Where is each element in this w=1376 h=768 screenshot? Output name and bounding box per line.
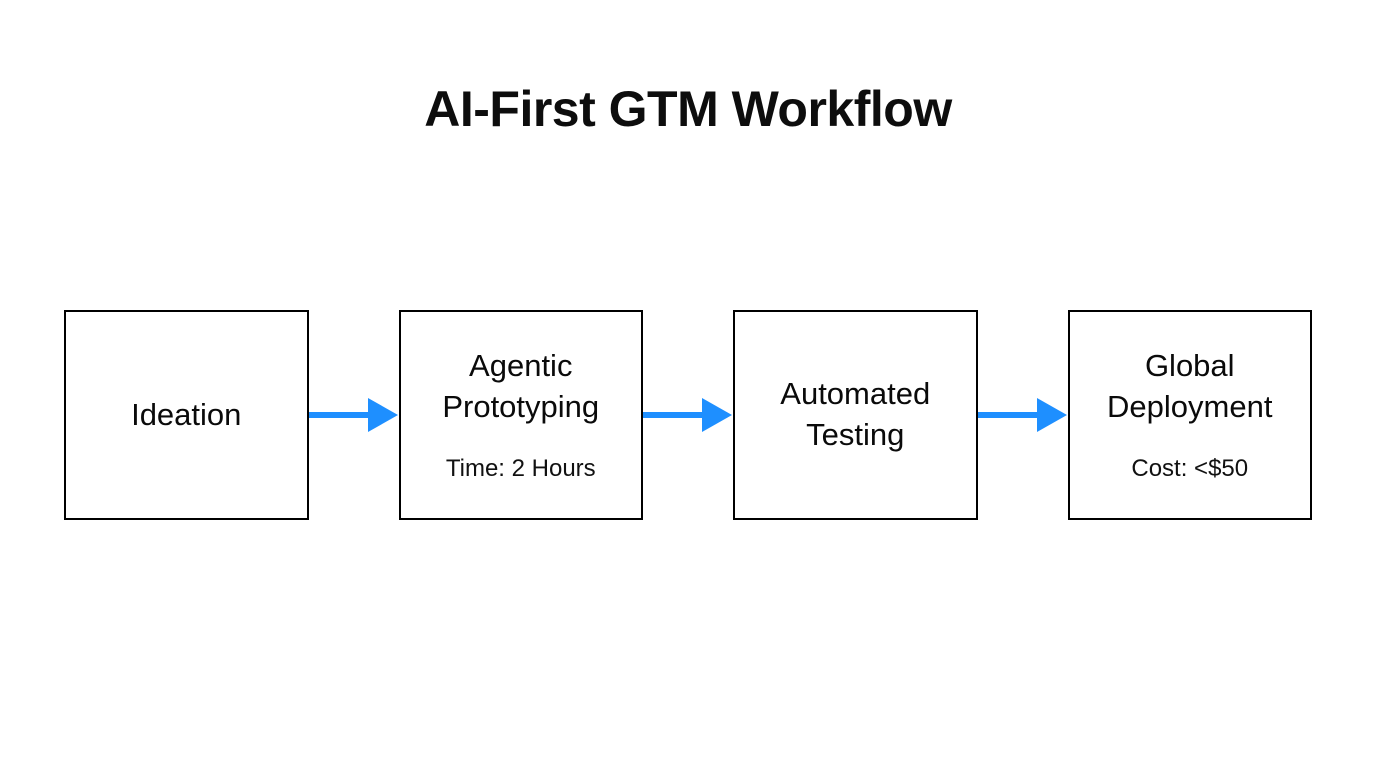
flow-arrow — [308, 398, 398, 432]
step-sublabel: Time: 2 Hours — [445, 454, 596, 482]
page-title: AI-First GTM Workflow — [424, 81, 952, 137]
step-box-automated-testing: Automated Testing — [733, 310, 978, 520]
flow-arrow — [977, 398, 1067, 432]
step-box-global-deployment: Global Deployment Cost: <$50 — [1067, 310, 1312, 520]
step-sublabel: Cost: <$50 — [1131, 454, 1249, 482]
flow-arrow — [643, 398, 732, 432]
step-label: Global Deployment — [1107, 348, 1273, 424]
step-label: Ideation — [131, 396, 242, 432]
step-box-agentic-prototyping: Agentic Prototyping Time: 2 Hours — [398, 310, 643, 520]
step-box-ideation: Ideation — [64, 310, 309, 520]
flow-row: Ideation Agentic Prototyping Time: 2 Hou… — [64, 310, 1312, 520]
step-label: Agentic Prototyping — [442, 348, 600, 424]
step-label: Automated Testing — [780, 376, 931, 452]
